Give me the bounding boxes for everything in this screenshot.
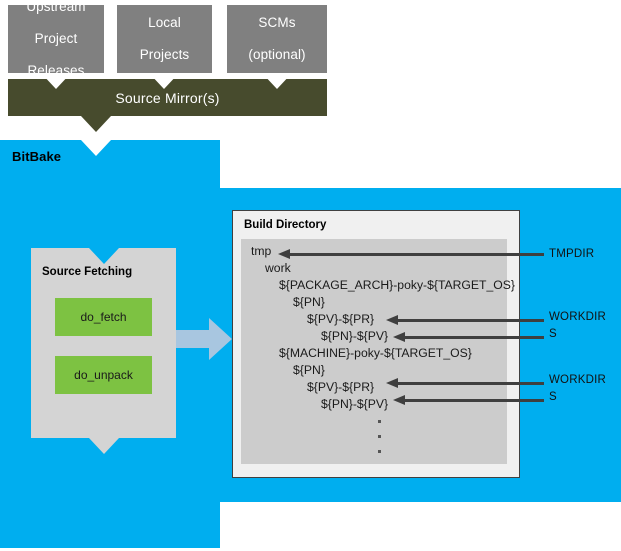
tree-item-work: work [265, 261, 291, 275]
source-local-line-2: Projects [139, 47, 190, 62]
callout-arrowhead-workdir-2-icon [386, 378, 398, 388]
chevron-source-fetching-bottom-icon [89, 438, 119, 454]
build-directory-title: Build Directory [244, 219, 327, 231]
task-do-fetch-label: do_fetch [80, 310, 127, 324]
build-directory-tree: tmp work ${PACKAGE_ARCH}-poky-${TARGET_O… [241, 239, 515, 464]
source-local-line-1: Local [148, 15, 181, 30]
callout-line-s-2 [405, 399, 544, 402]
callout-label-workdir-2: WORKDIR [549, 374, 606, 386]
source-box-scms: SCMs (optional) [227, 5, 327, 73]
tree-item-tmp: tmp [251, 244, 272, 258]
callout-line-tmpdir [290, 253, 544, 256]
callout-line-s-1 [405, 336, 544, 339]
build-directory-panel: Build Directory tmp work ${PACKAGE_ARCH}… [232, 210, 520, 478]
chevron-mirror-to-bitbake-icon [81, 116, 111, 132]
source-upstream-line-2: Project [34, 31, 78, 46]
task-do-fetch[interactable]: do_fetch [55, 298, 152, 336]
source-scms-line-1: SCMs [258, 15, 296, 30]
callout-arrowhead-s-1-icon [393, 332, 405, 342]
source-upstream-line-1: Upstream [26, 0, 86, 14]
source-fetching-panel: Source Fetching do_fetch do_unpack [31, 248, 176, 438]
tree-ellipsis-dot [378, 435, 381, 438]
chevron-scms-to-mirror-icon [262, 73, 292, 89]
callout-line-workdir-2 [398, 382, 544, 385]
callout-label-s-2: S [549, 391, 557, 403]
chevron-source-fetching-top-notch-icon [89, 248, 119, 264]
chevron-upstream-to-mirror-icon [41, 73, 71, 89]
tree-item-pv-pr-2: ${PV}-${PR} [307, 380, 375, 394]
callout-label-s-1: S [549, 328, 557, 340]
tree-item-pn-pv-1: ${PN}-${PV} [321, 329, 389, 343]
tree-ellipsis-dot [378, 450, 381, 453]
source-mirror-label: Source Mirror(s) [115, 89, 220, 106]
tree-item-machine: ${MACHINE}-poky-${TARGET_OS} [279, 346, 472, 360]
callout-line-workdir-1 [398, 319, 544, 322]
source-fetching-title: Source Fetching [42, 266, 133, 278]
callout-arrowhead-tmpdir-icon [278, 249, 290, 259]
tree-item-pv-pr-1: ${PV}-${PR} [307, 312, 375, 326]
task-do-unpack-label: do_unpack [74, 368, 133, 382]
source-box-upstream: Upstream Project Releases [8, 0, 104, 78]
tree-item-pn-pv-2: ${PN}-${PV} [321, 397, 389, 411]
chevron-local-to-mirror-icon [149, 73, 179, 89]
tree-ellipsis-dot [378, 420, 381, 423]
callout-label-workdir-1: WORKDIR [549, 311, 606, 323]
task-do-unpack[interactable]: do_unpack [55, 356, 152, 394]
callout-arrowhead-workdir-1-icon [386, 315, 398, 325]
tree-item-package-arch: ${PACKAGE_ARCH}-poky-${TARGET_OS} [279, 278, 515, 292]
source-box-local-projects: Local Projects [117, 5, 212, 73]
source-scms-line-2: (optional) [248, 47, 306, 62]
bitbake-label: BitBake [12, 149, 62, 164]
chevron-bitbake-top-notch-icon [81, 140, 111, 156]
callout-label-tmpdir: TMPDIR [549, 248, 595, 260]
flow-arrow-to-build-directory-icon [176, 318, 232, 360]
callout-arrowhead-s-2-icon [393, 395, 405, 405]
tree-item-pn-2: ${PN} [293, 363, 325, 377]
tree-item-pn-1: ${PN} [293, 295, 325, 309]
